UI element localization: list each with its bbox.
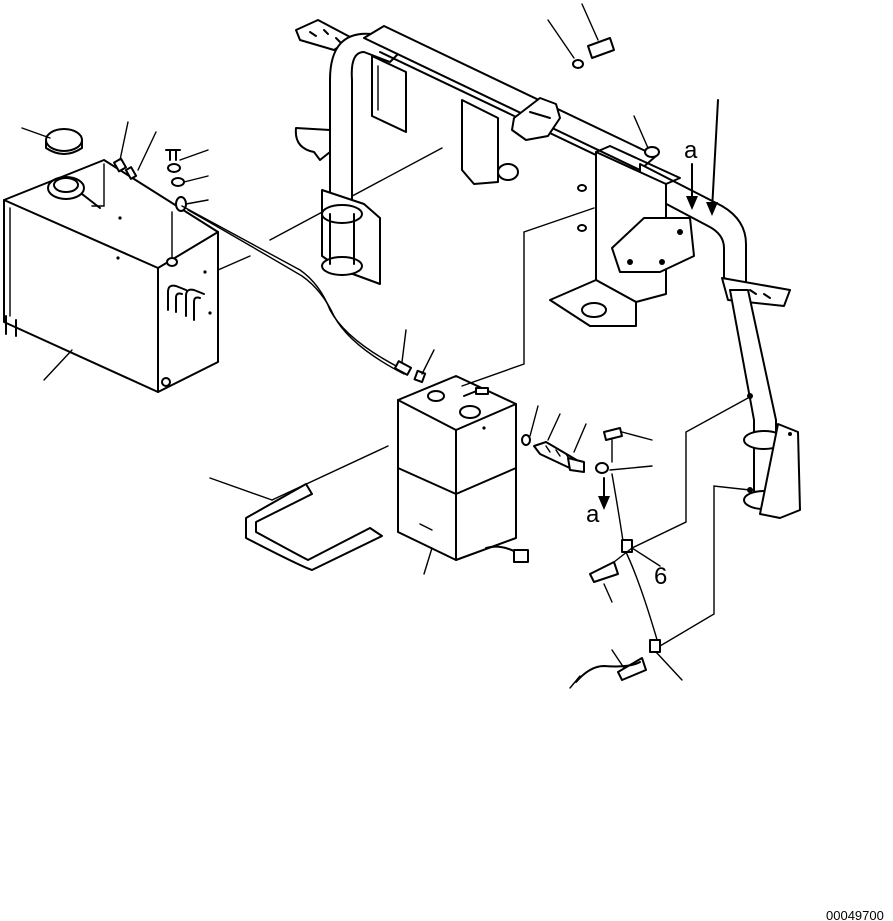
reservoir-tank (3, 128, 219, 393)
view-arrow-bottom: a (586, 477, 610, 528)
frame-bracket (294, 19, 657, 285)
lower-clips: 6 (569, 397, 751, 689)
center-tank (397, 375, 529, 575)
washer-hose (521, 405, 661, 651)
leader-lines-left (21, 121, 209, 381)
view-arrow-top: a (684, 99, 719, 216)
view-label-a-bottom: a (586, 501, 600, 528)
leader-lines-center (461, 207, 595, 387)
item-number-6: 6 (654, 563, 667, 590)
hose-line (181, 147, 443, 384)
tank-strap (209, 445, 389, 571)
mount-bracket (549, 115, 695, 327)
top-bolts (547, 3, 615, 69)
view-label-a-top: a (684, 137, 698, 164)
drawing-number: 00049700 (826, 908, 884, 921)
